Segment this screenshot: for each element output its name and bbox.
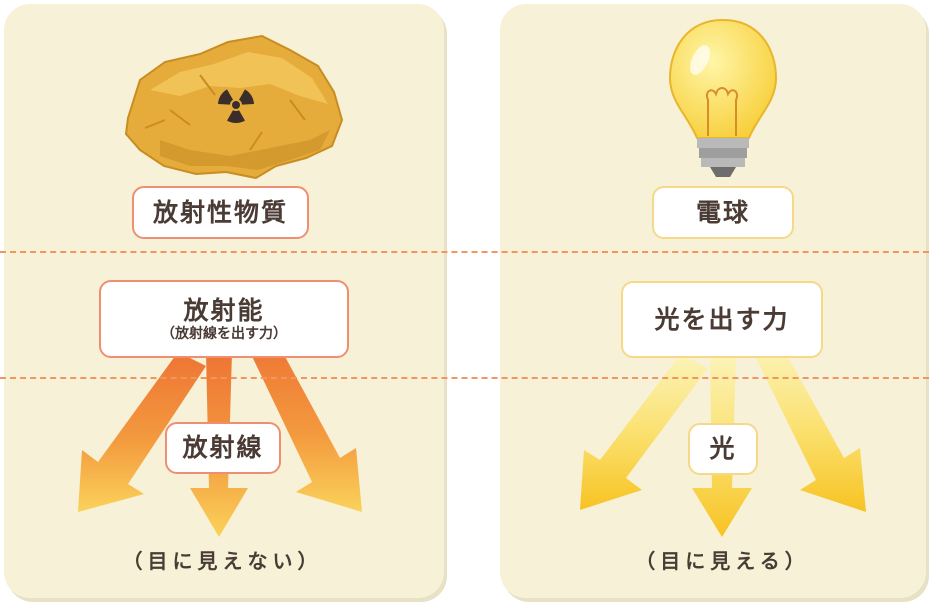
light-ability-label: 光を出す力 (621, 281, 823, 358)
upper-dashed-divider (0, 251, 929, 253)
invisible-caption: （目に見えない） (122, 549, 323, 573)
light-bulb-label: 電球 (652, 186, 794, 239)
radioactivity-subtext: （放射線を出す力） (161, 325, 287, 342)
radiation-text: 放射線 (182, 433, 264, 462)
light-bulb-icon (668, 18, 778, 177)
radioactive-material-label: 放射性物質 (132, 186, 309, 239)
light-arrow-left (580, 355, 708, 510)
light-arrow-right (756, 346, 866, 512)
radioactivity-label: 放射能 （放射線を出す力） (99, 280, 349, 358)
light-bulb-text: 電球 (695, 197, 750, 227)
radiation-arrow-left (78, 352, 206, 512)
radioactive-material-text: 放射性物質 (152, 197, 288, 227)
light-ability-text: 光を出す力 (654, 304, 790, 334)
lower-dashed-divider (0, 377, 929, 379)
light-label: 光 (688, 423, 758, 475)
radiation-label: 放射線 (165, 422, 281, 474)
radioactivity-text: 放射能 (183, 295, 265, 325)
radiation-symbol-icon (218, 89, 254, 124)
light-text: 光 (709, 434, 737, 463)
visible-caption: （目に見える） (635, 549, 810, 573)
radiation-arrow-right (250, 340, 362, 512)
